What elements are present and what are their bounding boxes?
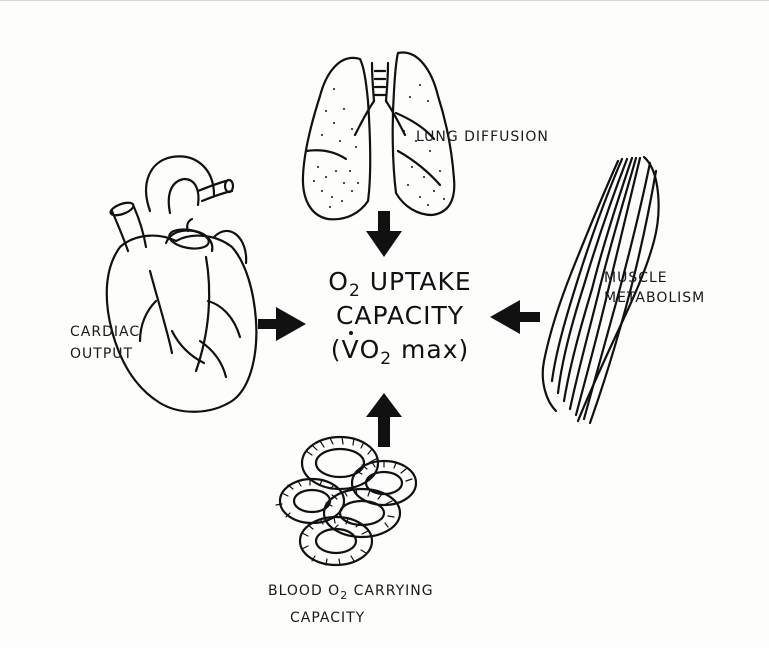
lung-diffusion-label: LUNG DIFFUSION [416,130,549,144]
center-line-2: CAPACITY [300,303,500,337]
arrow-right-icon [258,307,306,341]
center-line-3: (VO2 max) [300,337,500,371]
arrow-up-icon [366,393,402,447]
cardiac-output-label-line2: OUTPUT [70,347,133,361]
arrow-down-icon [366,211,402,257]
blood-carrying-label-line2: CAPACITY [290,611,365,625]
heart-icon [107,156,257,411]
red-blood-cells-icon [276,437,416,565]
cardiac-output-label-line1: CARDIAC [70,325,140,339]
o2-uptake-capacity-title: O2 UPTAKE CAPACITY (VO2 max) [300,269,500,371]
center-line-1: O2 UPTAKE [300,269,500,303]
muscle-metabolism-label-line1: MUSCLE [604,271,668,285]
blood-carrying-label-line1: BLOOD O2 CARRYING [268,584,434,601]
muscle-metabolism-label-line2: METABOLISM [604,291,705,305]
